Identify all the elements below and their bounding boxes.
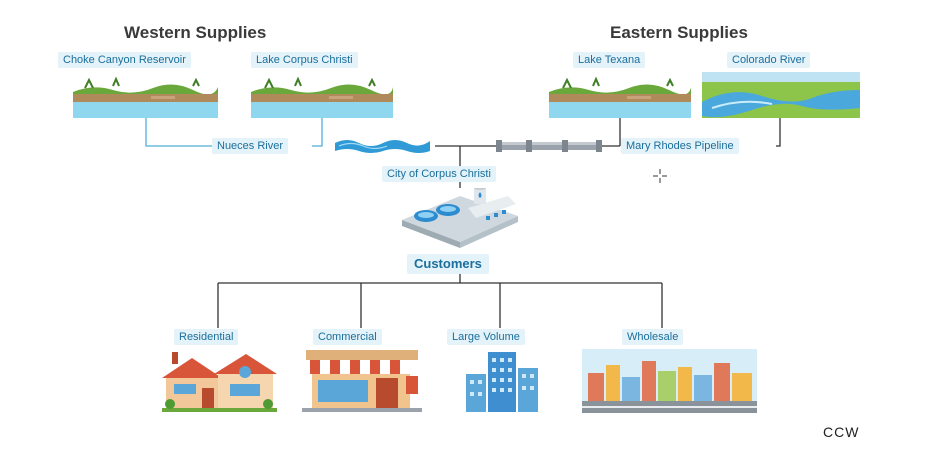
- reservoir-icon: [251, 76, 393, 118]
- river-icon: [702, 72, 860, 118]
- treatment-plant-icon: [402, 188, 518, 248]
- crosshair-cursor-icon: [653, 169, 667, 183]
- wholesale-label: Wholesale: [622, 329, 684, 345]
- lake-corpus-christi-label: Lake Corpus Christi: [251, 52, 358, 68]
- shop-icon: [302, 350, 422, 412]
- nueces-river-label: Nueces River: [212, 138, 289, 154]
- eastern-supplies-heading: Eastern Supplies: [610, 23, 748, 42]
- commercial-label: Commercial: [313, 329, 382, 345]
- residential-label: Residential: [174, 329, 239, 345]
- choke-canyon-label: Choke Canyon Reservoir: [58, 52, 191, 68]
- colorado-river-label: Colorado River: [727, 52, 811, 68]
- credit-text: CCW: [823, 424, 860, 440]
- pipeline-icon: [496, 140, 602, 152]
- city-label: City of Corpus Christi: [382, 166, 496, 182]
- lake-texana-label: Lake Texana: [573, 52, 646, 68]
- western-supplies-heading: Western Supplies: [124, 23, 267, 42]
- customers-label: Customers: [407, 254, 489, 274]
- city-skyline-icon: [582, 349, 757, 413]
- river-icon: [335, 140, 430, 153]
- house-icon: [162, 352, 277, 412]
- mary-rhodes-pipeline-label: Mary Rhodes Pipeline: [621, 138, 739, 154]
- reservoir-icon: [549, 76, 691, 118]
- reservoir-icon: [73, 72, 218, 118]
- tower-icon: [466, 352, 538, 412]
- large-volume-label: Large Volume: [447, 329, 525, 345]
